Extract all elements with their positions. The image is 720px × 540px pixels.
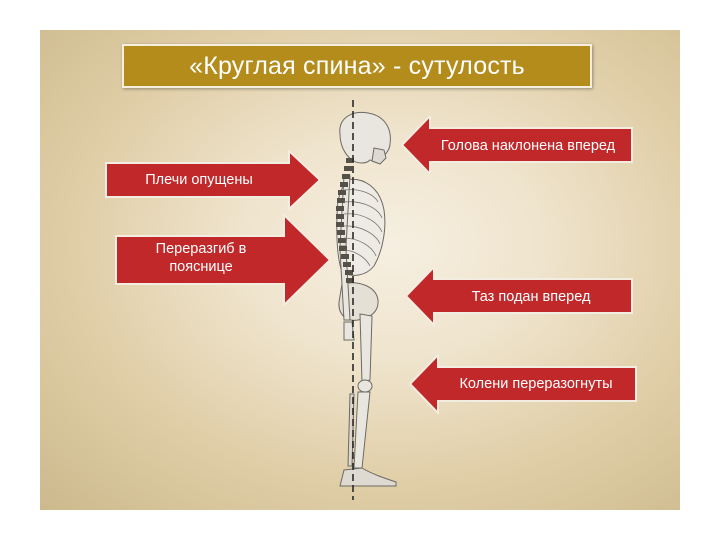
- label-shoulders: Плечи опущены: [114, 171, 284, 189]
- label-lumbar: Переразгиб в пояснице: [126, 240, 276, 276]
- label-head: Голова наклонена вперед: [428, 137, 628, 155]
- label-pelvis: Таз подан вперед: [436, 288, 626, 306]
- slide: «Круглая спина» - сутулость: [40, 30, 680, 510]
- label-knees: Колени переразогнуты: [438, 375, 634, 393]
